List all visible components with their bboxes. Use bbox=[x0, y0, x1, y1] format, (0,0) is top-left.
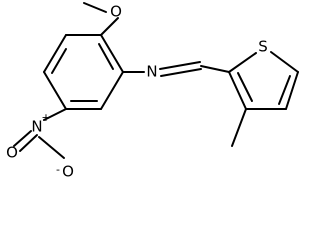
nitro-plus-charge: + bbox=[41, 111, 50, 124]
atom-oxygen-methoxy: O bbox=[110, 3, 122, 21]
bond-thiophene-methyl bbox=[231, 108, 247, 147]
bond-imine-double-inner bbox=[160, 68, 202, 77]
molecule-diagram: O N S N + O O - bbox=[6, 2, 299, 181]
atom-oxygen-nitro-top: O bbox=[6, 144, 18, 162]
bond-ring-inner-left bbox=[51, 48, 67, 74]
nitro-group: N + O O - bbox=[6, 108, 74, 181]
bond-c5-c4-inner-double bbox=[278, 75, 291, 105]
methoxy-group: O bbox=[83, 2, 122, 36]
atom-nitrogen-nitro: N bbox=[31, 118, 42, 136]
bond-ring-to-nitro-nitrogen bbox=[43, 108, 67, 121]
bond-nitro-double-outer bbox=[13, 130, 32, 147]
thiophene-ring: S bbox=[200, 38, 299, 110]
atom-oxygen-nitro-bottom: O bbox=[62, 163, 74, 181]
bond-ch-to-thiophene-c2 bbox=[200, 65, 230, 73]
bond-ring-bottom-left bbox=[43, 71, 67, 110]
bond-c3-to-c2 bbox=[228, 71, 247, 110]
atom-nitrogen-imine: N bbox=[146, 63, 157, 81]
bond-ring-top-right bbox=[100, 34, 124, 73]
bond-ring-bottom-right bbox=[100, 71, 124, 110]
bond-c5-to-c4 bbox=[285, 71, 299, 110]
bond-ring-inner-right bbox=[98, 43, 114, 70]
bond-c3-c2-inner-double bbox=[237, 72, 253, 102]
bond-methoxy-oxygen-to-methyl bbox=[83, 2, 107, 13]
benzene-ring bbox=[43, 34, 124, 110]
bond-nitro-double-inner bbox=[19, 134, 38, 152]
atom-sulfur: S bbox=[258, 38, 268, 56]
imine-linkage: N bbox=[122, 61, 202, 81]
bond-ring-to-methoxy-oxygen bbox=[100, 17, 119, 36]
bond-nitro-single bbox=[38, 136, 65, 159]
bond-ring-top-left bbox=[43, 34, 67, 73]
oxyanion-minus-charge: - bbox=[56, 163, 60, 176]
bond-thiophene-c2-to-sulfur bbox=[228, 52, 257, 73]
bond-imine-double-outer bbox=[159, 61, 201, 70]
bond-sulfur-to-c5 bbox=[270, 51, 299, 73]
